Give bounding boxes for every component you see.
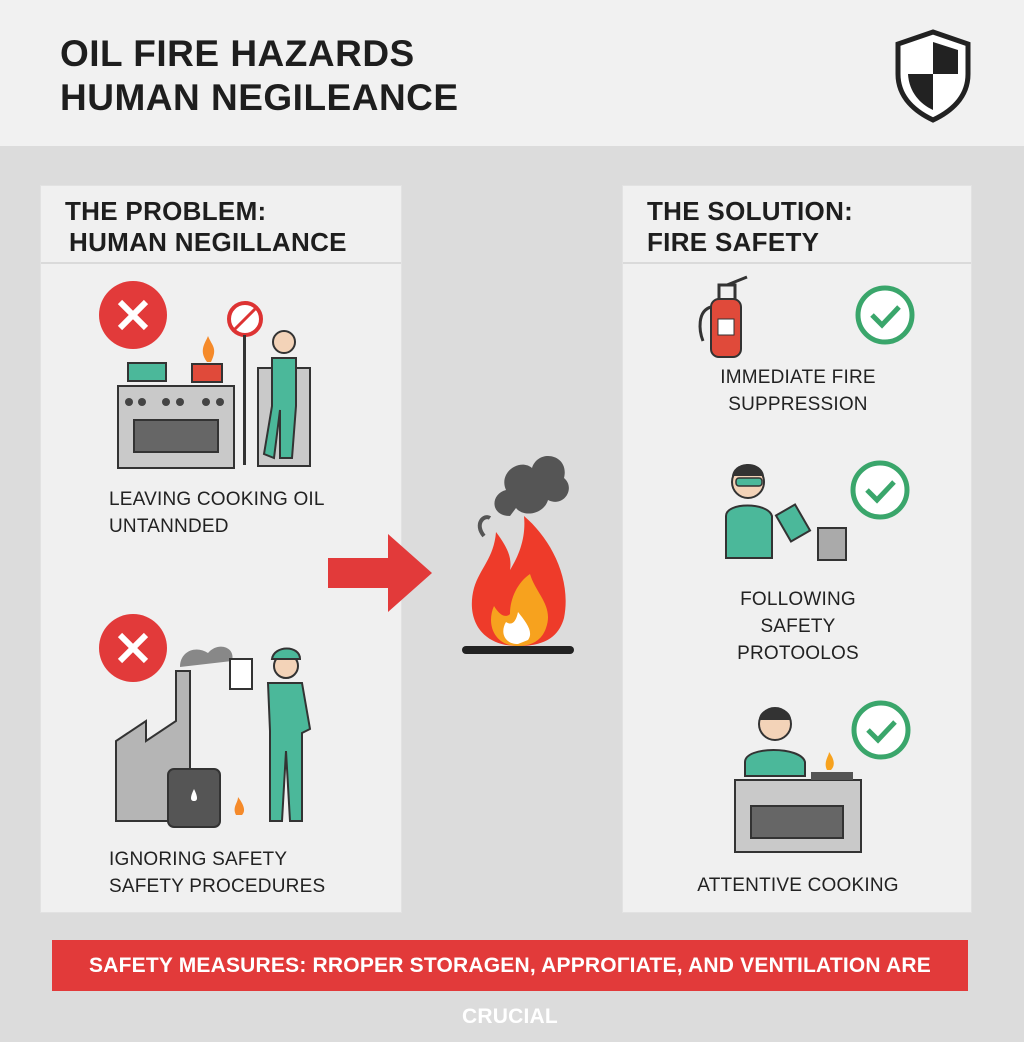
- caption-line: UNTANNDED: [109, 516, 229, 537]
- title-line-2: HUMAN NEGILEANCE: [60, 77, 459, 118]
- check-circle-icon: [855, 285, 915, 345]
- problem-title-2: HUMAN NEGILLANCE: [69, 227, 347, 257]
- arrow-right-icon: [328, 534, 432, 612]
- oil-fire-icon: [462, 455, 574, 654]
- check-circle-icon: [851, 700, 911, 760]
- check-circle-icon: [850, 460, 910, 520]
- attentive-cooking-illustration: [734, 700, 911, 853]
- safety-protocol-illustration: [725, 460, 910, 561]
- solution-item-1-caption: IMMEDIATE FIRE SUPPRESSION: [623, 364, 973, 418]
- caption-line: LEAVING COOKING OIL: [109, 489, 325, 510]
- problem-title-1: THE PROBLEM:: [65, 196, 267, 226]
- caption-line: PROTOOLOS: [737, 643, 859, 664]
- x-circle-icon: [99, 614, 167, 682]
- unattended-stove-illustration: [99, 281, 311, 469]
- solution-panel: THE SOLUTION: FIRE SAFETY IMMEDIATE FIRE…: [622, 185, 972, 913]
- solution-title-1: THE SOLUTION:: [647, 196, 854, 226]
- fire-extinguisher-illustration: [698, 275, 915, 358]
- problem-item-1-caption: LEAVING COOKING OIL UNTANNDED: [109, 486, 325, 540]
- ignoring-procedures-illustration: [99, 614, 312, 828]
- caption-line: SUPPRESSION: [728, 394, 868, 415]
- caption-line: SAFETY PROCEDURES: [109, 876, 326, 897]
- problem-item-2-caption: IGNORING SAFETY SAFETY PROCEDURES: [109, 846, 325, 900]
- solution-item-2-caption: FOLLOWING SAFETY PROTOOLOS: [623, 586, 973, 667]
- caption-line: IMMEDIATE FIRE: [720, 367, 876, 388]
- safety-banner: SAFETY MEASURES: RROPER STORAGEN, APPROΓ…: [52, 940, 968, 1028]
- caption-line: SAFETY: [760, 616, 836, 637]
- x-circle-icon: [99, 281, 167, 349]
- solution-item-3-caption: ATTENTIVE COOKING: [623, 872, 973, 899]
- problem-heading: THE PROBLEM: HUMAN NEGILLANCE: [41, 186, 401, 264]
- caption-line: FOLLOWING: [740, 589, 856, 610]
- problem-panel: THE PROBLEM: HUMAN NEGILLANCE LEAVING CO…: [40, 185, 402, 913]
- page-title: OIL FIRE HAZARDS HUMAN NEGILEANCE: [60, 32, 459, 120]
- title-line-1: OIL FIRE HAZARDS: [60, 33, 415, 74]
- caption-line: ATTENTIVE COOKING: [697, 875, 899, 896]
- solution-title-2: FIRE SAFETY: [647, 227, 820, 257]
- shield-icon: [895, 29, 971, 123]
- solution-heading: THE SOLUTION: FIRE SAFETY: [623, 186, 971, 264]
- caption-line: IGNORING SAFETY: [109, 849, 288, 870]
- header: OIL FIRE HAZARDS HUMAN NEGILEANCE: [0, 0, 1024, 146]
